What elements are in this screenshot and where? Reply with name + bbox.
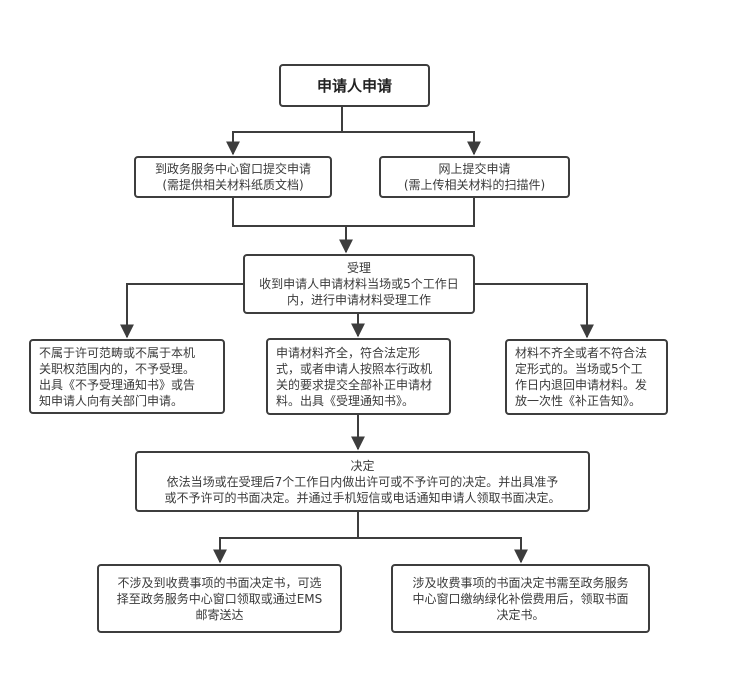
node-text-line: 涉及收费事项的书面决定书需至政务服务 [412, 575, 629, 590]
node-acceptance: 受理 收到申请人申请材料当场或5个工作日 内，进行申请材料受理工作 [243, 254, 475, 314]
node-text-line: 不涉及到收费事项的书面决定书，可选 [117, 575, 322, 590]
node-text-line: 材料不齐全或者不符合法 [515, 346, 648, 360]
node-text-line: 受理 [346, 261, 371, 275]
node-text-line: 放一次性《补正告知》。 [515, 394, 642, 408]
edge-acceptance-to-incomplete [475, 283, 594, 339]
node-text-line: 定形式的。当场或5个工 [515, 362, 643, 376]
node-offline-submit: 到政务服务中心窗口提交申请 (需提供相关材料纸质文档) [134, 156, 332, 198]
node-text-line: 知申请人向有关部门申请。 [39, 393, 184, 408]
node-not-accepted: 不属于许可范畴或不属于本机 关职权范围内的，不予受理。 出具《不予受理通知书》或… [29, 339, 225, 414]
node-text-line: 中心窗口缴纳绿化补偿费用后，领取书面 [412, 591, 629, 606]
node-no-fee: 不涉及到收费事项的书面决定书，可选 择至政务服务中心窗口领取或通过EMS 邮寄送… [97, 564, 342, 633]
node-text-line: 作日内退回申请材料。发 [515, 378, 648, 392]
node-text-line: 择至政务服务中心窗口领取或通过EMS [116, 591, 323, 606]
node-text-line: 内，进行申请材料受理工作 [286, 293, 431, 307]
node-accepted: 申请材料齐全，符合法定形 式，或者申请人按照本行政机 关的要求提交全部补正申请材… [266, 338, 451, 415]
node-text-line: 收到申请人申请材料当场或5个工作日 [259, 277, 459, 291]
edge-decision-to-no-fee [213, 512, 359, 564]
node-text-line: 决定书。 [496, 607, 545, 622]
node-text-line: 邮寄送达 [195, 607, 244, 622]
node-incomplete: 材料不齐全或者不符合法 定形式的。当场或5个工 作日内退回申请材料。发 放一次性… [505, 339, 668, 415]
edge-apply-to-online [342, 131, 481, 156]
node-online-submit: 网上提交申请 (需上传相关材料的扫描件) [379, 156, 570, 198]
node-text-line: 或不予许可的书面决定。并通过手机短信或电话通知申请人领取书面决定。 [164, 490, 561, 505]
node-apply: 申请人申请 [279, 64, 430, 107]
edge-apply-to-offline [226, 107, 343, 156]
node-text-line: 不属于许可范畴或不属于本机 [39, 345, 196, 360]
node-with-fee: 涉及收费事项的书面决定书需至政务服务 中心窗口缴纳绿化补偿费用后，领取书面 决定… [391, 564, 650, 633]
node-text-line: 申请材料齐全，符合法定形 [276, 345, 421, 360]
node-text-line: 到政务服务中心窗口提交申请 [154, 162, 311, 176]
node-text-line: (需上传相关材料的扫描件) [403, 178, 546, 192]
node-text-line: 料。出具《受理通知书》。 [276, 393, 415, 408]
edge-offline-to-acceptance [232, 198, 475, 227]
node-text-line: 依法当场或在受理后7个工作日内做出许可或不予许可的决定。并出具准予 [166, 474, 559, 489]
edge-decision-to-with-fee [358, 537, 528, 564]
node-text-line: 网上提交申请 [438, 162, 511, 176]
node-text-line: 决定 [350, 458, 375, 473]
node-decision: 决定 依法当场或在受理后7个工作日内做出许可或不予许可的决定。并出具准予 或不予… [135, 451, 590, 512]
node-text-line: 出具《不予受理通知书》或告 [39, 377, 196, 392]
node-text-line: 式，或者申请人按照本行政机 [276, 361, 433, 376]
node-text-line: (需提供相关材料纸质文档) [162, 178, 304, 192]
edge-acceptance-to-not-accepted [120, 283, 243, 339]
node-text-line: 关的要求提交全部补正申请材 [276, 377, 433, 392]
node-text-line: 关职权范围内的，不予受理。 [39, 361, 196, 376]
node-apply-line: 申请人申请 [316, 76, 392, 95]
